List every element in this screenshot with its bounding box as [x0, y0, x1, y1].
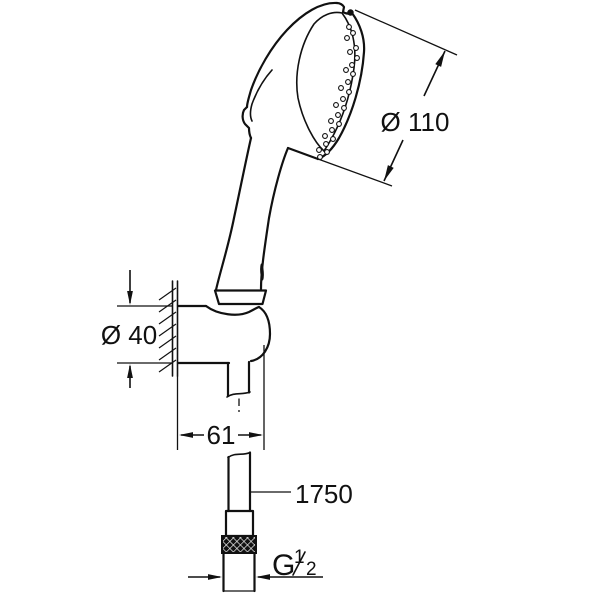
holder-cup [204, 304, 261, 316]
handle [213, 136, 290, 306]
dim-holder-depth: 61 [176, 345, 265, 450]
holder-bulge [249, 305, 272, 363]
handle-right-edge [259, 146, 290, 291]
arrowhead-down [384, 165, 394, 181]
nozzle-dot [338, 85, 344, 91]
holder-depth-label: 61 [207, 420, 236, 450]
hose-lower [221, 451, 257, 593]
nozzle-dot [322, 133, 328, 139]
arrowhead-left [179, 432, 193, 438]
nozzle-dot [353, 45, 359, 51]
nozzle-dot [346, 89, 352, 95]
shower-head [241, 1, 366, 161]
nozzle-dot [330, 136, 336, 142]
arrowhead-left [256, 574, 270, 580]
face-outer-edge [316, 11, 366, 161]
thread-label-denominator: 2 [306, 559, 317, 580]
wall-hatch-stroke [158, 287, 177, 301]
hose-collar [224, 509, 255, 538]
head-button [241, 105, 253, 140]
nozzle-dot [350, 71, 356, 77]
nozzle-dot [343, 67, 349, 73]
hose-upper-break [226, 391, 251, 398]
handle-seam-mark [260, 263, 264, 281]
hose-upper [226, 360, 251, 412]
nozzle-dot [316, 147, 322, 153]
handle-cone-band [213, 289, 268, 306]
leader-hose-length: 1750 [251, 479, 353, 509]
ext-line-top [354, 9, 458, 56]
thread-fraction-slash [292, 551, 306, 576]
wall-holder [176, 304, 272, 365]
wall-hatch-stroke [158, 335, 177, 349]
nozzle-dot [336, 121, 342, 127]
head-outline [245, 1, 339, 109]
spray-nozzles [316, 24, 360, 160]
head-button-crease [249, 69, 273, 122]
wall-section [158, 280, 179, 377]
nozzle-dot [345, 79, 351, 85]
nozzle-dot [350, 30, 356, 36]
wall-hatch-stroke [158, 347, 177, 361]
nozzle-dot [340, 96, 346, 102]
knurled-nut [221, 535, 257, 554]
handle-left-edge [214, 136, 253, 292]
nozzle-dot [323, 141, 329, 147]
wall-hatch-stroke [158, 359, 177, 373]
nozzle-dot [346, 24, 352, 30]
wall-hatching [158, 287, 177, 373]
arrowhead-right [208, 574, 222, 580]
wall-hatch-stroke [158, 311, 177, 325]
ext-line-bottom [317, 158, 393, 187]
hose-lower-break [227, 451, 251, 459]
head-diameter-label: Ø 110 [381, 107, 450, 137]
dim-holder-diameter: Ø 40 [101, 270, 172, 388]
dim-thread: G 1 2 [188, 547, 323, 582]
dim-head-diameter: Ø 110 [317, 9, 458, 187]
nozzle-dot [324, 149, 330, 155]
thread-label-numerator: 1 [294, 547, 305, 568]
wall-hatch-stroke [158, 323, 177, 337]
nozzle-dot [335, 112, 341, 118]
nozzle-dot [333, 102, 339, 108]
arrowhead-up [127, 364, 133, 378]
thread-label-g: G [272, 549, 295, 582]
nozzle-dot [328, 118, 334, 124]
arrowhead-up [435, 51, 445, 67]
head-underside [286, 146, 320, 161]
arrowhead-down [127, 291, 133, 305]
arrowhead-right [249, 432, 263, 438]
nozzle-dot [329, 127, 335, 133]
nozzle-dot [341, 105, 347, 111]
nozzle-dot [354, 55, 360, 61]
nozzle-dot [344, 35, 350, 41]
hose-length-label: 1750 [295, 479, 353, 509]
nozzle-dot [347, 49, 353, 55]
holder-diameter-label: Ø 40 [101, 320, 157, 350]
nozzle-dot [349, 62, 355, 68]
